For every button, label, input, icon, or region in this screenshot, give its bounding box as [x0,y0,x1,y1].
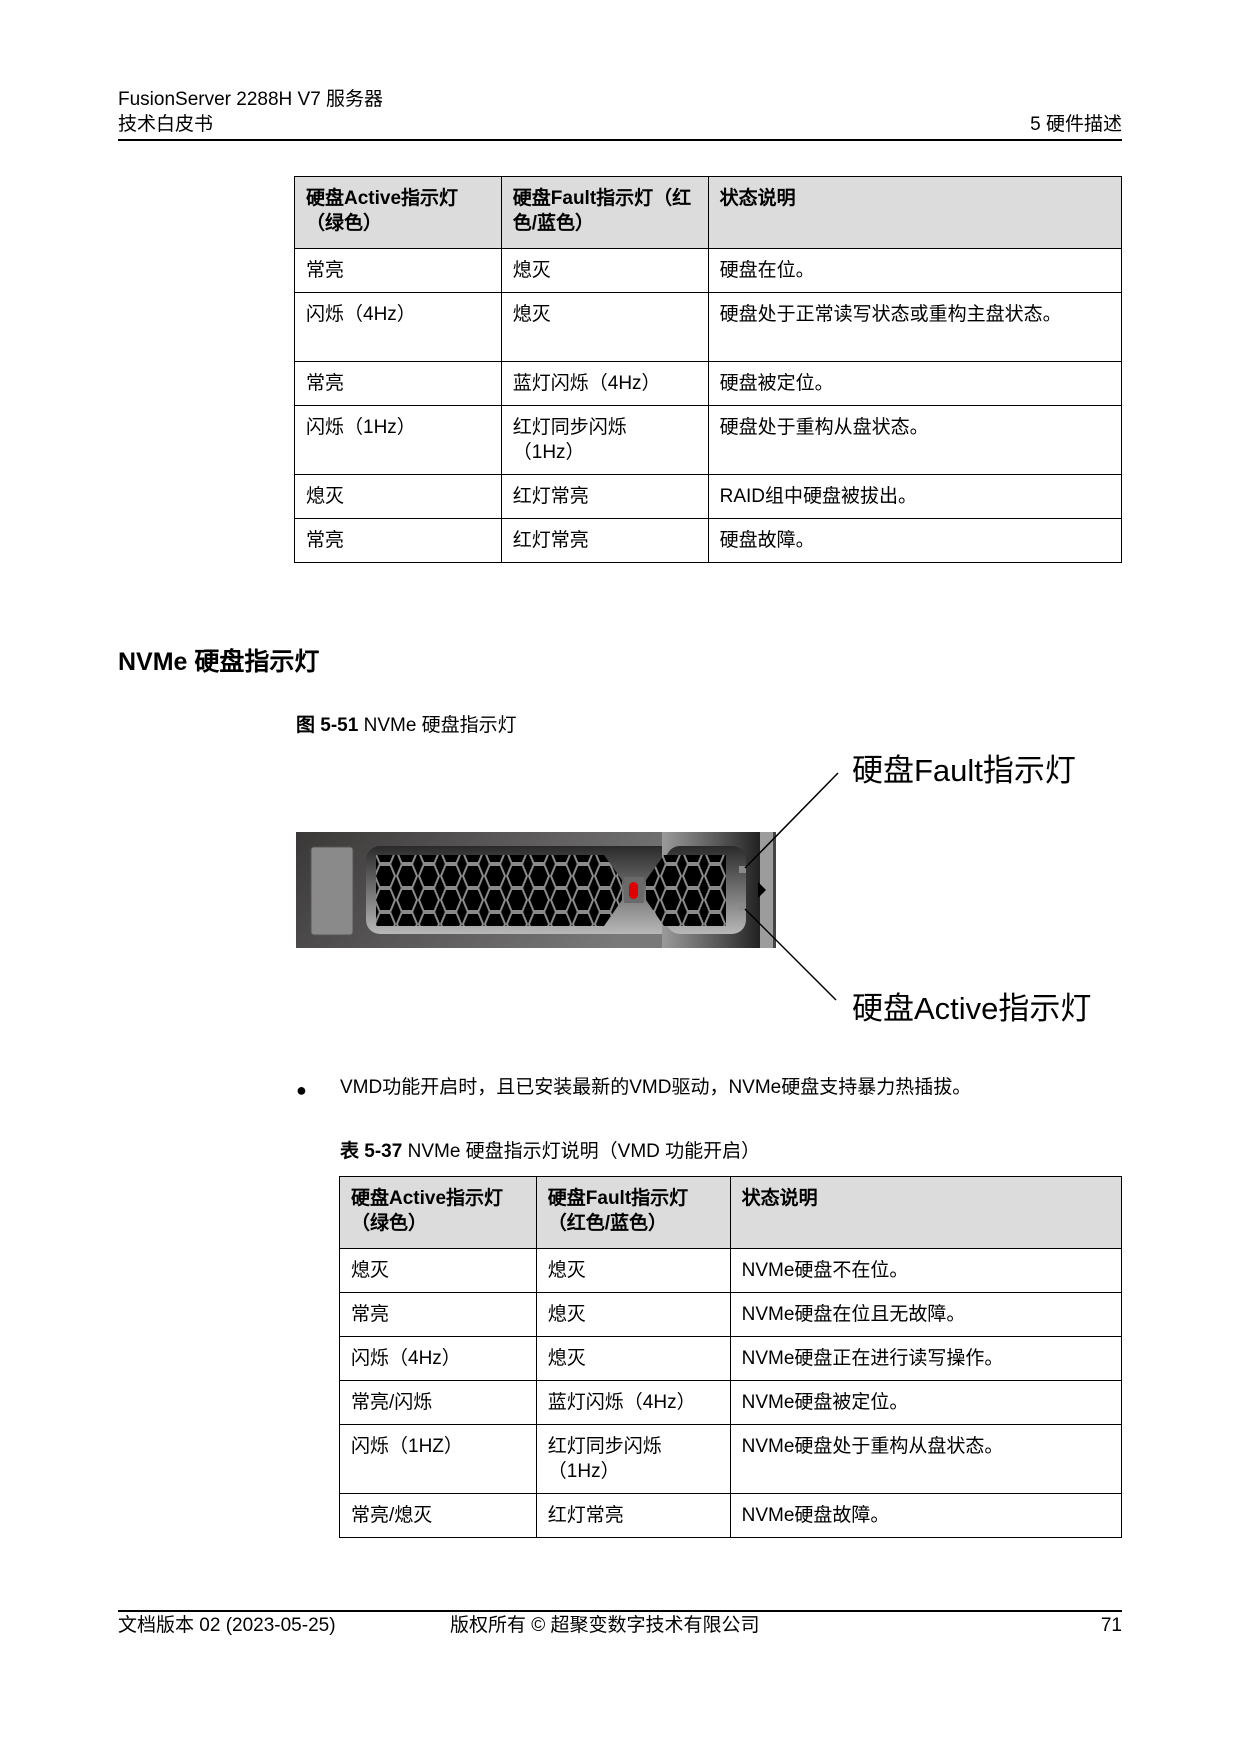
table-cell: 硬盘被定位。 [707,361,1123,406]
table-cell: 闪烁（1Hz） [294,405,502,475]
table-cell: 熄灭 [500,248,709,293]
table-row: 常亮 熄灭 硬盘在位。 [294,248,1123,293]
table-row: 闪烁（4Hz） 熄灭 NVMe硬盘正在进行读写操作。 [339,1336,1123,1381]
chapter-title: 5 硬件描述 [1030,114,1122,135]
table-cell: 闪烁（4Hz） [339,1336,537,1381]
table-cell: 红灯同步闪烁（1Hz） [535,1424,731,1494]
center-led [629,882,638,899]
doc-title: FusionServer 2288H V7 服务器 [118,89,384,110]
column-header: 硬盘Active指示灯（绿色） [294,176,502,249]
footer-divider [118,1610,1122,1612]
column-header: 硬盘Fault指示灯（红色/蓝色） [500,176,709,249]
figure-caption: 图 5-51 NVMe 硬盘指示灯 [296,714,517,738]
table-cell: NVMe硬盘在位且无故障。 [729,1292,1123,1337]
table-cell: RAID组中硬盘被拔出。 [707,474,1123,519]
table-caption-text: NVMe 硬盘指示灯说明（VMD 功能开启） [402,1141,761,1162]
table-cell: 常亮/闪烁 [339,1380,537,1425]
table-cell: 蓝灯闪烁（4Hz） [535,1380,731,1425]
table-cell: 硬盘处于重构从盘状态。 [707,405,1123,475]
table-row: 常亮 红灯常亮 硬盘故障。 [294,518,1123,563]
table-row: 常亮/闪烁 蓝灯闪烁（4Hz） NVMe硬盘被定位。 [339,1380,1123,1425]
table-cell: 硬盘在位。 [707,248,1123,293]
figure-label: 图 5-51 [296,715,359,736]
table-cell: 闪烁（4Hz） [294,292,502,362]
table-row: 闪烁（4Hz） 熄灭 硬盘处于正常读写状态或重构主盘状态。 [294,292,1123,362]
table-cell: 红灯常亮 [500,474,709,519]
table-cell: NVMe硬盘处于重构从盘状态。 [729,1424,1123,1494]
fault-led-callout: 硬盘Fault指示灯 [852,753,1076,788]
table-cell: 红灯同步闪烁（1Hz） [500,405,709,475]
vent-grille-right [646,855,726,926]
fault-callout-line [744,772,839,869]
fault-led [739,866,746,873]
nvme-indicator-table: 硬盘Active指示灯（绿色） 硬盘Fault指示灯（红色/蓝色） 状态说明 熄… [339,1176,1123,1538]
header-divider [118,139,1122,141]
table-row: 闪烁（1Hz） 红灯同步闪烁（1Hz） 硬盘处于重构从盘状态。 [294,405,1123,475]
table-cell: NVMe硬盘正在进行读写操作。 [729,1336,1123,1381]
table-cell: 蓝灯闪烁（4Hz） [500,361,709,406]
active-callout-line [744,908,837,1001]
table-row: 熄灭 红灯常亮 RAID组中硬盘被拔出。 [294,474,1123,519]
table-cell: 常亮/熄灭 [339,1493,537,1538]
vent-grille-left [376,855,622,926]
table-cell: 红灯常亮 [535,1493,731,1538]
table-cell: 常亮 [294,361,502,406]
table-cell: 硬盘处于正常读写状态或重构主盘状态。 [707,292,1123,362]
table-cell: 红灯常亮 [500,518,709,563]
table-row: 常亮 蓝灯闪烁（4Hz） 硬盘被定位。 [294,361,1123,406]
active-led-callout: 硬盘Active指示灯 [852,991,1092,1026]
column-header: 硬盘Fault指示灯（红色/蓝色） [535,1176,731,1249]
doc-subtitle: 技术白皮书 [118,114,214,135]
table-cell: NVMe硬盘故障。 [729,1493,1123,1538]
table-header-row: 硬盘Active指示灯（绿色） 硬盘Fault指示灯（红色/蓝色） 状态说明 [339,1176,1123,1249]
table-cell: 常亮 [294,248,502,293]
doc-version: 文档版本 02 (2023-05-25) [118,1615,336,1636]
table-cell: 硬盘故障。 [707,518,1123,563]
table-row: 闪烁（1HZ） 红灯同步闪烁（1Hz） NVMe硬盘处于重构从盘状态。 [339,1424,1123,1494]
copyright: 版权所有 © 超聚变数字技术有限公司 [450,1615,760,1636]
table-cell: 常亮 [294,518,502,563]
bullet-icon: ● [296,1080,307,1100]
label-pad [310,846,354,936]
table-cell: NVMe硬盘被定位。 [729,1380,1123,1425]
table-row: 熄灭 熄灭 NVMe硬盘不在位。 [339,1248,1123,1293]
table-cell: 熄灭 [339,1248,537,1293]
table-cell: 常亮 [339,1292,537,1337]
hdd-indicator-table: 硬盘Active指示灯（绿色） 硬盘Fault指示灯（红色/蓝色） 状态说明 常… [294,176,1123,563]
figure-caption-text: NVMe 硬盘指示灯 [358,715,517,736]
column-header: 状态说明 [707,176,1123,249]
table-cell: 熄灭 [535,1292,731,1337]
table-label: 表 5-37 [340,1141,403,1162]
column-header: 硬盘Active指示灯（绿色） [339,1176,537,1249]
nvme-drive-figure [296,772,839,1001]
column-header: 状态说明 [729,1176,1123,1249]
page-number: 71 [1100,1615,1122,1636]
table-cell: 熄灭 [535,1248,731,1293]
table-cell: 熄灭 [294,474,502,519]
section-title: NVMe 硬盘指示灯 [118,648,320,676]
table-cell: NVMe硬盘不在位。 [729,1248,1123,1293]
table-cell: 闪烁（1HZ） [339,1424,537,1494]
table-cell: 熄灭 [500,292,709,362]
table-header-row: 硬盘Active指示灯（绿色） 硬盘Fault指示灯（红色/蓝色） 状态说明 [294,176,1123,249]
bullet-text: VMD功能开启时，且已安装最新的VMD驱动，NVMe硬盘支持暴力热插拔。 [340,1077,972,1098]
table-row: 常亮 熄灭 NVMe硬盘在位且无故障。 [339,1292,1123,1337]
active-led [739,903,746,910]
table-caption: 表 5-37 NVMe 硬盘指示灯说明（VMD 功能开启） [340,1140,760,1164]
latch [760,832,776,948]
table-cell: 熄灭 [535,1336,731,1381]
eject-arrow-icon [758,882,766,898]
table-row: 常亮/熄灭 红灯常亮 NVMe硬盘故障。 [339,1493,1123,1538]
